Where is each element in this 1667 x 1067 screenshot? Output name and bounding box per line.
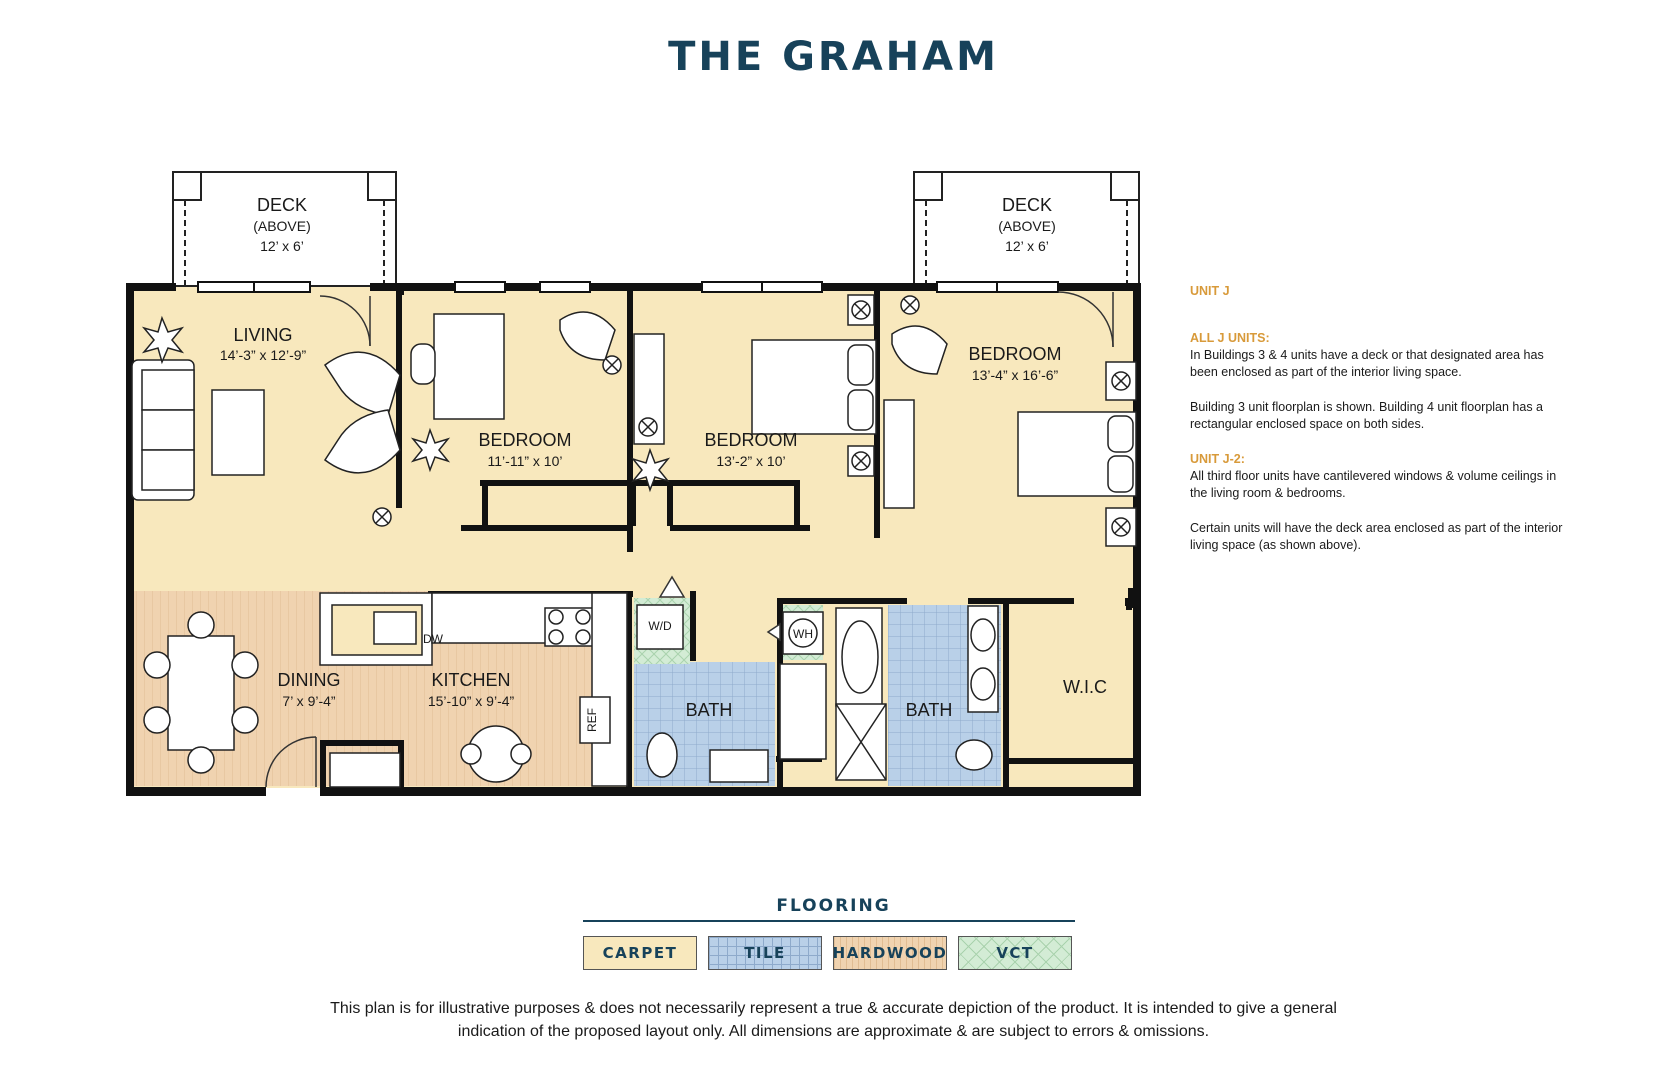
ref-label: REF (585, 708, 599, 732)
unit-heading: UNIT J (1190, 284, 1230, 298)
legend-tile: TILE (708, 936, 822, 970)
kitchen-dim: 15’-10” x 9’-4” (428, 693, 515, 709)
bath-2-name: BATH (906, 700, 953, 720)
master-bedroom-furniture (883, 295, 1137, 547)
deck-left-name: DECK (257, 195, 307, 215)
wd-label: W/D (648, 619, 672, 633)
living-name: LIVING (233, 325, 292, 345)
wh-label: WH (793, 627, 813, 641)
wic-name: W.I.C (1063, 677, 1107, 697)
bedroom-2-name: BEDROOM (704, 430, 797, 450)
bedroom-1-furniture (410, 311, 622, 473)
deck-right-note: (ABOVE) (998, 218, 1056, 234)
deck-left-note: (ABOVE) (253, 218, 311, 234)
disclaimer-line-1: This plan is for illustrative purposes &… (330, 1000, 1337, 1017)
unit-j2-heading: UNIT J-2: (1190, 452, 1245, 466)
bedroom-2-dim: 13’-2” x 10’ (716, 453, 785, 469)
flooring-divider (583, 920, 1075, 922)
unit-j2-note-1: All third floor units have cantilevered … (1190, 469, 1557, 500)
kitchen-name: KITCHEN (431, 670, 510, 690)
bedroom-2-furniture (630, 294, 877, 493)
page-title: THE GRAHAM (668, 34, 999, 80)
exterior-walls (126, 283, 1141, 796)
all-units-note-2: Building 3 unit floorplan is shown. Buil… (1190, 400, 1544, 431)
living-dim: 14’-3” x 12’-9” (220, 347, 307, 363)
disclaimer-line-2: indication of the proposed layout only. … (457, 1023, 1210, 1040)
all-units-note-1: In Buildings 3 & 4 units have a deck or … (1190, 348, 1544, 379)
deck-right-dim: 12’ x 6’ (1005, 238, 1049, 254)
bath-1-name: BATH (686, 700, 733, 720)
living-furniture (131, 315, 401, 527)
bedroom-master-dim: 13’-4” x 16’-6” (972, 367, 1059, 383)
dining-name: DINING (278, 670, 341, 690)
bath-furniture (636, 604, 999, 783)
dw-label: DW (423, 632, 444, 646)
windows (197, 281, 1059, 293)
deck-left-dim: 12’ x 6’ (260, 238, 304, 254)
unit-notes: UNIT J ALL J UNITS: In Buildings 3 & 4 u… (1190, 283, 1570, 554)
all-units-heading: ALL J UNITS: (1190, 331, 1270, 345)
legend-hardwood: HARDWOOD (833, 936, 947, 970)
unit-j2-note-2: Certain units will have the deck area en… (1190, 521, 1563, 552)
dining-dim: 7’ x 9’-4” (282, 693, 336, 709)
deck-right-name: DECK (1002, 195, 1052, 215)
legend-carpet: CARPET (583, 936, 697, 970)
kitchen-dining-furniture (143, 592, 628, 788)
legend-vct: VCT (958, 936, 1072, 970)
deck-right (913, 171, 1140, 287)
bedroom-1-name: BEDROOM (478, 430, 571, 450)
flooring-heading: FLOORING (776, 896, 891, 916)
bedroom-1-dim: 11’-11” x 10’ (488, 453, 563, 469)
disclaimer: This plan is for illustrative purposes &… (200, 997, 1467, 1043)
bedroom-master-name: BEDROOM (968, 344, 1061, 364)
doors (265, 291, 1114, 788)
